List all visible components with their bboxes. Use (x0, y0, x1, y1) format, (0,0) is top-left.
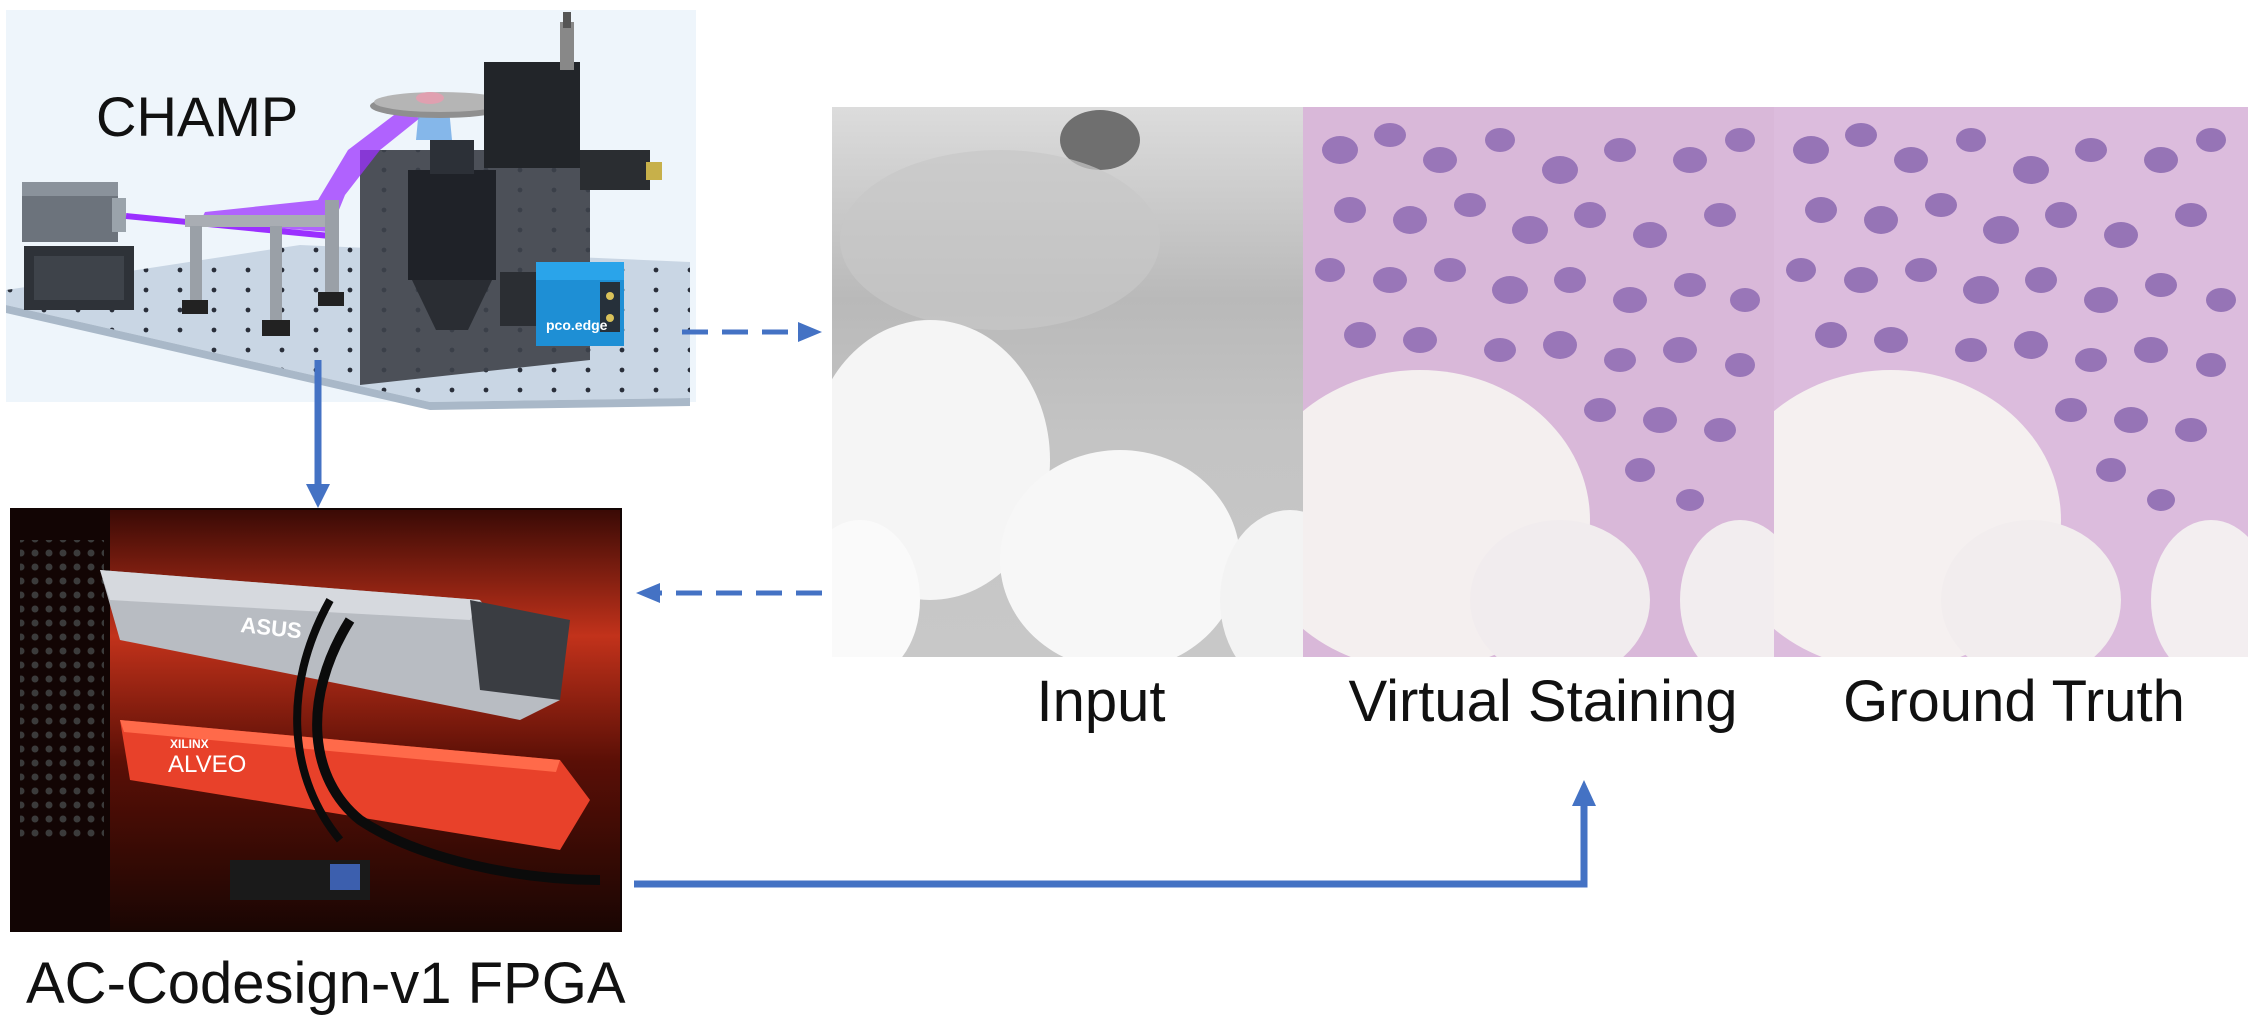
stained-nuclei (1315, 123, 1760, 511)
input-caption: Input (1036, 669, 1166, 734)
optical-posts (182, 200, 344, 336)
arrow-champ-to-fpga (306, 360, 330, 508)
ground-truth-caption: Ground Truth (1843, 669, 2185, 734)
input-image-panel (832, 107, 1303, 657)
champ-setup-illustration: pco.edge (6, 10, 696, 410)
sample-stage (370, 12, 662, 190)
fpga-small-brand-text: XILINX (170, 737, 209, 751)
camera-brand-text: pco.edge (546, 317, 608, 333)
microscope-objective (408, 98, 496, 330)
arrow-input-to-fpga (636, 583, 822, 603)
fpga-label: AC-Codesign-v1 FPGA (26, 951, 626, 1016)
arrow-champ-to-input (682, 322, 822, 342)
pco-edge-camera: pco.edge (500, 262, 624, 346)
virtual-staining-caption: Virtual Staining (1348, 669, 1738, 734)
virtual-staining-panel (1303, 107, 1774, 657)
alveo-fpga-card: XILINX ALVEO (120, 720, 590, 850)
fpga-photo: ASUS XILINX ALVEO (10, 508, 622, 932)
gpu-card: ASUS (100, 570, 570, 720)
champ-label: CHAMP (96, 85, 299, 148)
ground-truth-nuclei (1786, 123, 2236, 511)
arrow-fpga-to-virtual-staining (634, 780, 1596, 888)
ground-truth-panel (1774, 107, 2248, 657)
laser-source (22, 182, 134, 310)
fpga-brand-text: ALVEO (168, 751, 246, 778)
